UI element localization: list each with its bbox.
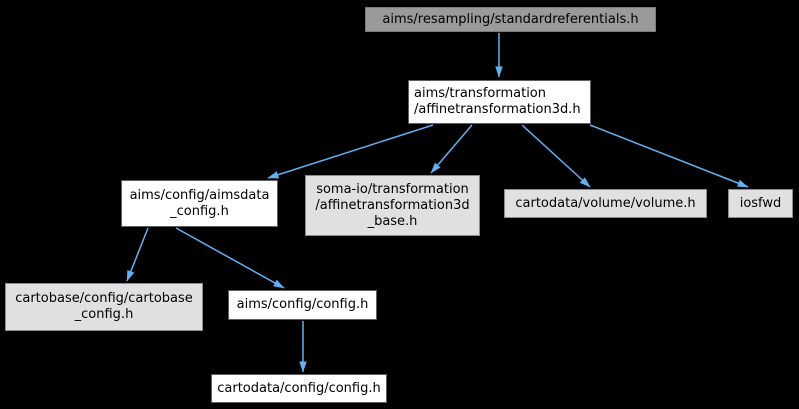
node-soma-io-transformation-affinetransformation3d-base-h[interactable]: soma-io/transformation /affinetransforma… — [305, 175, 480, 236]
node-aims-resampling-standardreferentials-h: aims/resampling/standardreferentials.h — [365, 7, 656, 32]
edge-affinetransformation3d-to-aimsdata-config — [267, 124, 434, 179]
edge-aimsdata-config-to-aims-config — [175, 227, 285, 289]
node-cartodata-volume-volume-h[interactable]: cartodata/volume/volume.h — [504, 189, 707, 218]
edge-affinetransformation3d-to-base — [430, 124, 473, 174]
node-cartodata-config-config-h[interactable]: cartodata/config/config.h — [211, 374, 387, 403]
node-cartobase-config-cartobase-config-h[interactable]: cartobase/config/cartobase _config.h — [5, 283, 203, 331]
node-iosfwd: iosfwd — [728, 189, 793, 218]
edge-aimsdata-config-to-cartobase-config — [126, 227, 149, 282]
node-aims-config-aimsdata-config-h[interactable]: aims/config/aimsdata _config.h — [121, 180, 278, 227]
edge-affinetransformation3d-to-volume — [521, 124, 591, 188]
edge-affinetransformation3d-to-iosfwd — [589, 124, 749, 188]
node-aims-transformation-affinetransformation3d-h[interactable]: aims/transformation /affinetransformatio… — [408, 80, 591, 124]
node-aims-config-config-h[interactable]: aims/config/config.h — [228, 290, 377, 320]
